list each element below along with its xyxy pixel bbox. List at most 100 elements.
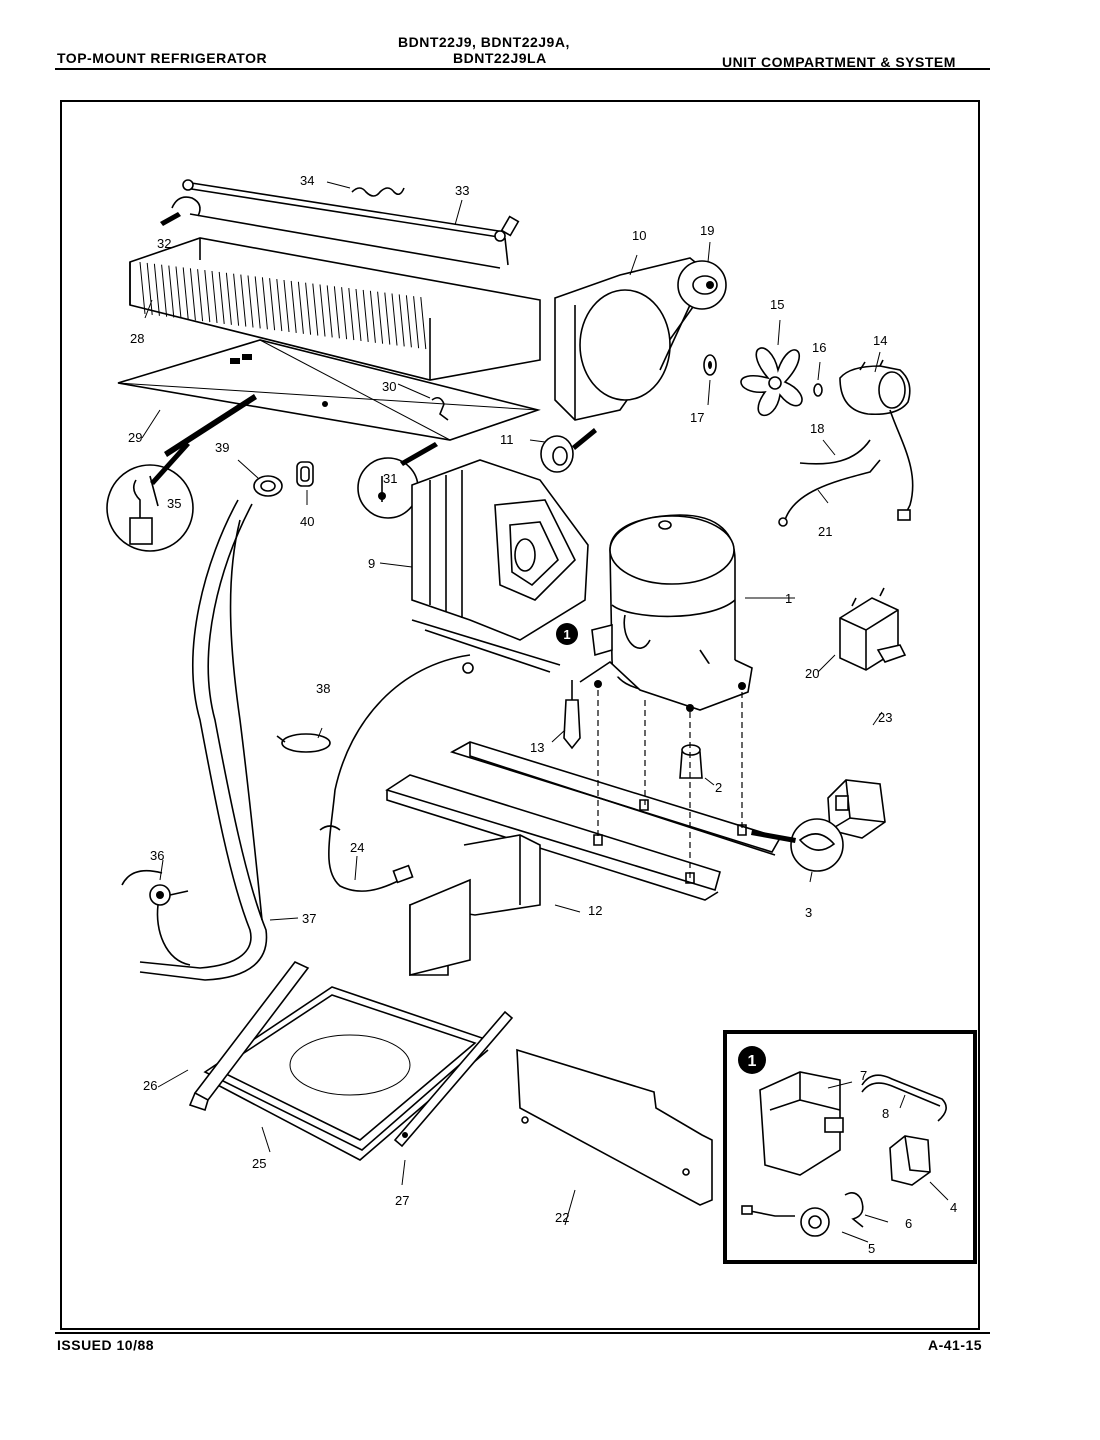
part-11-grommet [540,428,597,473]
condenser-fin [420,297,427,350]
condenser-fin [377,291,384,344]
page-code: A-41-15 [928,1337,983,1353]
callout-20: 20 [805,666,819,681]
part-25-drain-pan [203,986,490,1161]
condenser-fin [240,274,247,327]
mounting-guide-lines [593,690,747,884]
callout-36: 36 [150,848,164,863]
callout-10: 10 [632,228,646,243]
callout-17: 17 [690,410,704,425]
condenser-fin [175,266,182,319]
callout-22: 22 [555,1210,569,1225]
inset-detail-box: 1 [723,1030,977,1264]
condenser-fin [189,268,196,321]
callout-35: 35 [167,496,181,511]
callout-9: 9 [368,556,375,571]
part-9-fan-shroud [411,459,589,673]
callout-25: 25 [252,1156,266,1171]
part-28-condenser [129,237,541,381]
part-13-drier [563,680,581,750]
part-26-bracket [188,961,310,1112]
condenser-fin [233,273,240,326]
part-31-detail-circle [357,442,438,519]
callout-5: 5 [868,1241,875,1256]
part-16-washer [813,383,823,397]
callout-7: 7 [860,1068,867,1083]
callout-27: 27 [395,1193,409,1208]
part-22-access-panel [516,1048,713,1206]
inset-marker: 1 [556,623,578,645]
callout-11: 11 [500,432,514,447]
condenser-fin [146,262,153,315]
callout-12: 12 [588,903,602,918]
condenser-fin [326,285,333,338]
part-37-drain-tube [139,499,268,981]
condenser-fin [168,265,175,318]
callout-13: 13 [530,740,544,755]
callout-29: 29 [128,430,142,445]
callout-38: 38 [316,681,330,696]
callout-4: 4 [950,1200,957,1215]
condenser-fin [225,272,232,325]
condenser-fin [153,263,160,316]
part-15-fan-blade [740,347,803,417]
callout-16: 16 [812,340,826,355]
condenser-fin [290,280,297,333]
diagram-frame [60,100,980,1330]
condenser-fin [348,288,355,341]
callout-23: 23 [878,710,892,725]
callout-18: 18 [810,421,824,436]
condenser-fin [247,275,254,328]
condenser-fin [254,276,261,329]
part-21-ground-wire [778,459,881,527]
callout-26: 26 [143,1078,157,1093]
condenser-fin [211,270,218,324]
condenser-fin [204,270,211,323]
callout-1: 1 [785,591,792,606]
part-40-grommet [296,461,314,487]
part-32-clamp [160,196,201,226]
callout-14: 14 [873,333,887,348]
part-34-wire [351,187,405,197]
part-33-rod [182,179,520,269]
part-1-compressor [579,514,753,712]
callout-6: 6 [905,1216,912,1231]
model-numbers-line-1: BDNT22J9, BDNT22J9A, [398,34,570,50]
part-17-nut [703,354,717,376]
condenser-fin [218,271,225,324]
condenser-fin [182,267,189,320]
part-29-cover-plate [117,339,541,441]
condenser-fin [341,287,348,340]
callout-2: 2 [715,780,722,795]
callout-labels: 1 2 3 4 5 6 7 8 9 10 11 12 13 14 15 16 1… [128,173,957,1256]
section-title: UNIT COMPARTMENT & SYSTEM [722,54,956,70]
part-2-grommet [679,744,703,779]
callout-33: 33 [455,183,469,198]
condenser-fin [305,282,312,335]
condenser-fin [319,284,326,337]
condenser-fin [384,292,391,345]
callout-15: 15 [770,297,784,312]
callout-31: 31 [383,471,397,486]
issue-date: ISSUED 10/88 [57,1337,155,1353]
part-3-detail-circle [751,818,844,872]
condenser-fin [261,277,268,330]
callout-40: 40 [300,514,314,529]
part-24-power-cord [319,654,474,892]
condenser-fin [197,269,204,322]
callout-leaders [141,181,949,1243]
header-rule [55,68,990,70]
condenser-fin [398,294,405,347]
part-39-grommet [253,475,283,497]
condenser-fin [297,281,304,334]
callout-8: 8 [882,1106,889,1121]
condenser-fin [161,264,168,317]
condenser-fin [355,288,362,342]
callout-3: 3 [805,905,812,920]
footer-rule [55,1332,990,1334]
callout-34: 34 [300,173,314,188]
part-19-detail-circle [659,260,727,371]
part-27-rail [393,1010,514,1148]
part-36-clamp [121,869,191,966]
